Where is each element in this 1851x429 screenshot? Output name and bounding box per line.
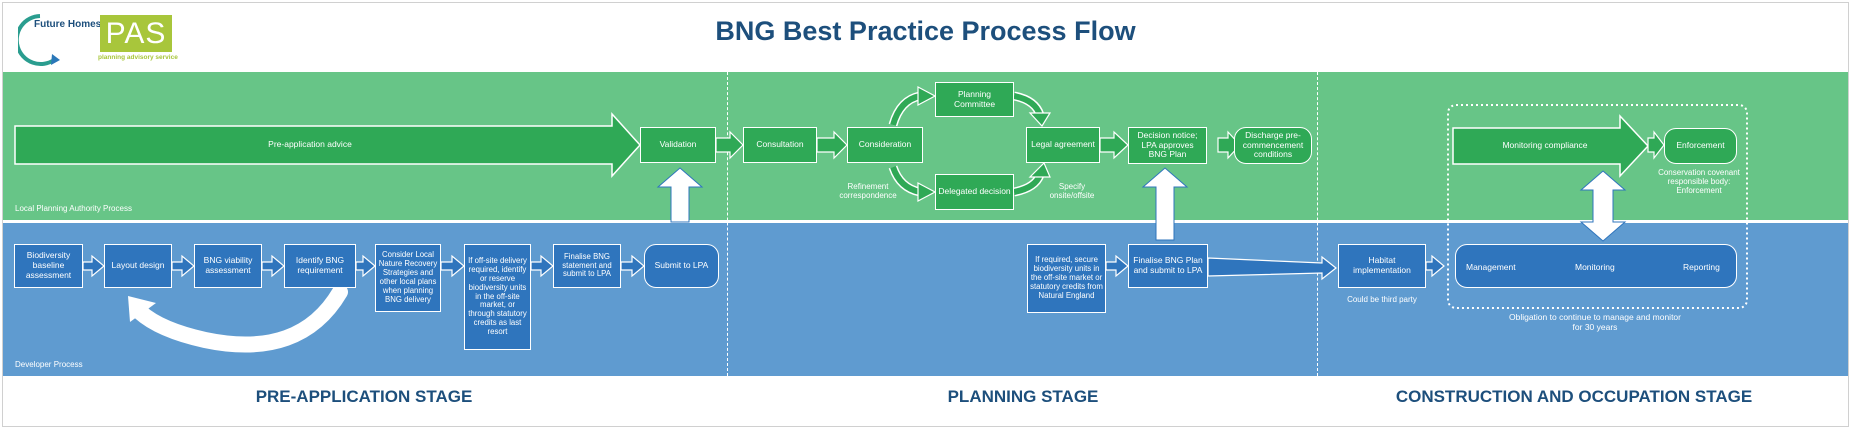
third-party-note: Could be third party bbox=[1347, 295, 1417, 304]
feedback-curve bbox=[132, 284, 348, 353]
page-title: BNG Best Practice Process Flow bbox=[715, 16, 1136, 46]
offsite-delivery-box: If off-site delivery required, identify … bbox=[464, 244, 531, 350]
consultation-box: Consultation bbox=[743, 127, 817, 163]
stage-divider bbox=[1317, 72, 1318, 376]
consideration-box: Consideration bbox=[847, 127, 923, 163]
stage-label-planning: PLANNING STAGE bbox=[947, 387, 1099, 406]
plan-up-arrow bbox=[1141, 167, 1189, 241]
layout-design-box: Layout design bbox=[104, 244, 172, 288]
monitoring-compliance-label: Monitoring compliance bbox=[1502, 140, 1588, 151]
submit-up-arrow bbox=[656, 167, 704, 223]
refinement-note: Refinement correspondence bbox=[839, 182, 897, 201]
obligation-note: Obligation to continue to manage and mon… bbox=[1508, 312, 1681, 332]
30-year-obligation-box bbox=[1447, 104, 1748, 309]
stage-label-construction: CONSTRUCTION AND OCCUPATION STAGE bbox=[1395, 387, 1753, 406]
management-monitoring-reporting-box bbox=[1455, 244, 1737, 288]
finalise-plan-box: Finalise BNG Plan and submit to LPA bbox=[1128, 244, 1208, 288]
future-homes-hub-text: Future Homes Hub bbox=[34, 19, 124, 30]
lane-divider bbox=[3, 220, 1848, 223]
covenant-note: Conservation covenant responsible body: … bbox=[1658, 168, 1740, 196]
submit-to-lpa-box: Submit to LPA bbox=[644, 244, 719, 288]
delegated-decision-box: Delegated decision bbox=[935, 174, 1014, 210]
decision-notice-box: Decision notice; LPA approves BNG Plan bbox=[1128, 127, 1207, 164]
identify-requirement-box: Identify BNG requirement bbox=[284, 244, 356, 288]
monitoring-compliance-arrow bbox=[1452, 114, 1650, 178]
viability-assessment-box: BNG viability assessment bbox=[194, 244, 262, 288]
finalise-statement-box: Finalise BNG statement and submit to LPA bbox=[553, 244, 621, 288]
pas-logo: PAS bbox=[100, 15, 172, 52]
validation-box: Validation bbox=[640, 127, 716, 163]
stage-divider bbox=[727, 72, 728, 376]
secure-units-box: If required, secure biodiversity units i… bbox=[1027, 244, 1106, 313]
legal-agreement-box: Legal agreement bbox=[1026, 127, 1100, 163]
stage-label-pre-application: PRE-APPLICATION STAGE bbox=[255, 387, 473, 406]
enforcement-box: Enforcement bbox=[1664, 128, 1737, 164]
future-homes-hub-logo bbox=[18, 14, 60, 66]
consider-lnrs-box: Consider Local Nature Recovery Strategie… bbox=[375, 244, 441, 312]
lpa-lane-label: Local Planning Authority Process bbox=[15, 204, 132, 213]
baseline-assessment-box: Biodiversity baseline assessment bbox=[14, 244, 83, 288]
discharge-conditions-box: Discharge pre-commencement conditions bbox=[1234, 127, 1312, 164]
pre-application-advice: Pre-application advice bbox=[268, 139, 352, 150]
pas-logo-subtitle: planning advisory service bbox=[98, 54, 178, 61]
monitoring-label: Monitoring bbox=[1575, 262, 1615, 272]
developer-lane-label: Developer Process bbox=[15, 360, 83, 369]
specify-note: Specify onsite/offsite bbox=[1049, 182, 1095, 201]
pre-application-arrow bbox=[14, 112, 642, 178]
planning-committee-box: Planning Committee bbox=[935, 82, 1014, 117]
management-label: Management bbox=[1466, 262, 1516, 272]
reporting-label: Reporting bbox=[1683, 262, 1720, 272]
habitat-implementation-box: Habitat implementation bbox=[1338, 244, 1426, 288]
